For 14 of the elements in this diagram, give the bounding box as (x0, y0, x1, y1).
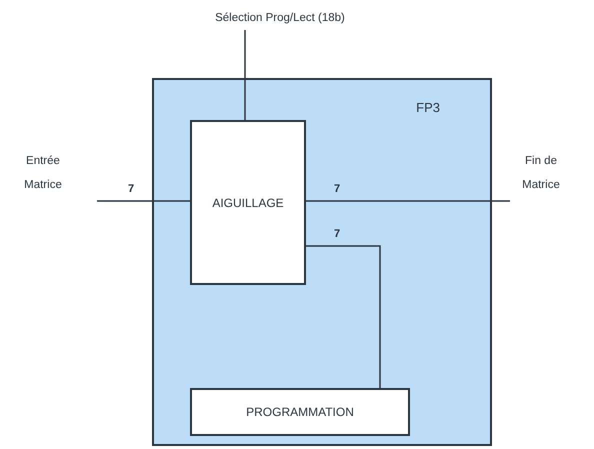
signal-label: Sélection Prog/Lect (18b) (170, 6, 390, 30)
connector-line (306, 245, 381, 388)
process-box: AIGUILLAGE (190, 120, 306, 285)
signal-label: Fin de Matrice (510, 150, 588, 196)
module-label: FP3 (416, 99, 440, 117)
connector-line (97, 200, 190, 202)
edge-label: 7 (128, 184, 134, 195)
process-box: PROGRAMMATION (190, 388, 410, 436)
connector-line (244, 30, 246, 120)
edge-label: 7 (334, 229, 340, 240)
module-panel (152, 78, 492, 446)
edge-label: 7 (334, 184, 340, 195)
connector-line (306, 200, 510, 202)
signal-label: Entrée Matrice (12, 150, 97, 196)
